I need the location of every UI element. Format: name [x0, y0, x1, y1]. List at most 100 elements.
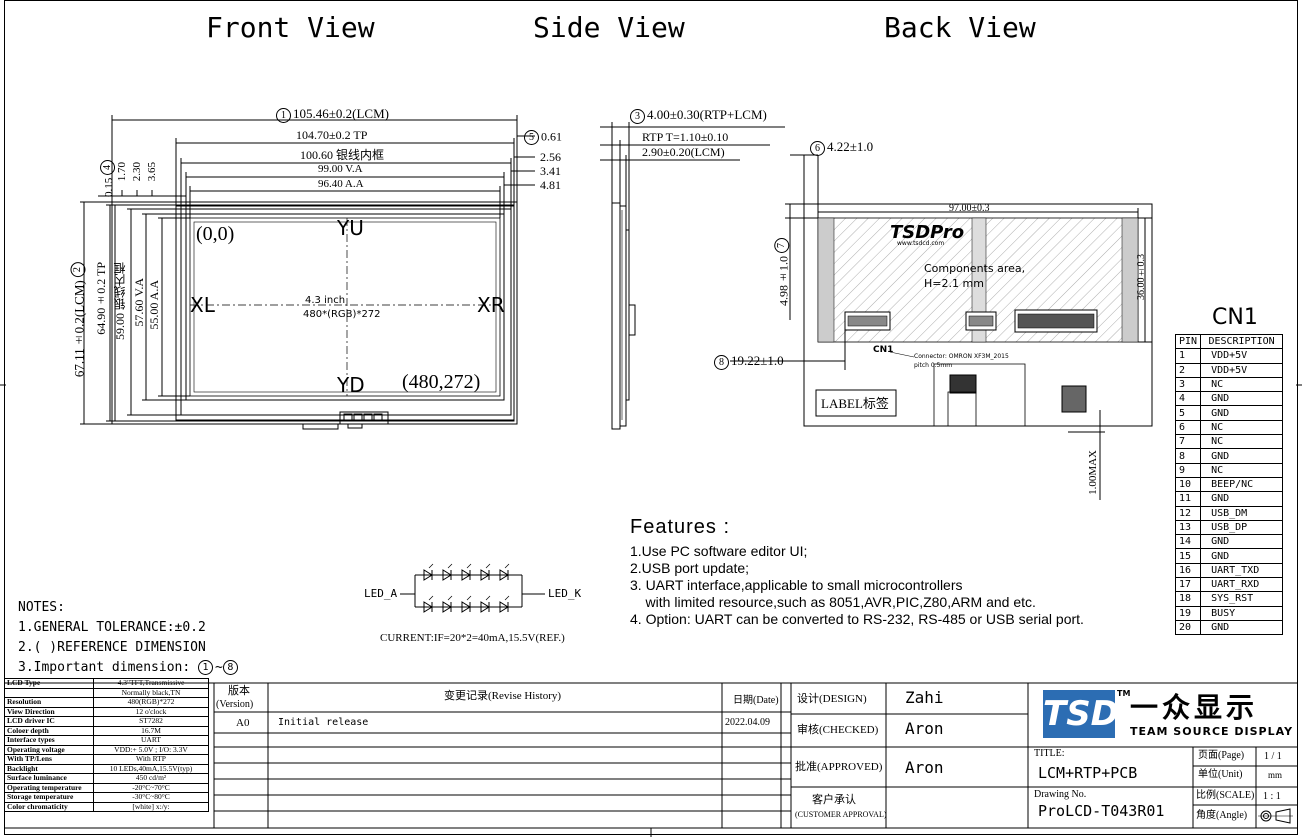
pin-number: 2: [1174, 362, 1202, 378]
pin-description: NC: [1200, 434, 1284, 450]
yu-label: YU: [337, 216, 364, 240]
dim-tp-width: 104.70±0.2 TP: [296, 128, 368, 142]
pin-description: NC: [1200, 419, 1284, 436]
side-view-drawing: [600, 122, 785, 430]
led-row-top: [423, 563, 510, 581]
spec-key: View Direction: [4, 706, 94, 717]
pin-number: 3: [1174, 376, 1202, 393]
brand-english-name: TEAM SOURCE DISPLAY: [1130, 725, 1294, 738]
pin-description: BUSY: [1200, 605, 1284, 621]
pin-number: 1: [1174, 348, 1202, 364]
dim-2-30: 2.30: [131, 162, 143, 182]
pin-number: 20: [1174, 619, 1202, 636]
spec-key: LCD Type: [4, 678, 94, 689]
front-view-drawing: [80, 115, 535, 430]
label-sticker: LABEL标签: [821, 396, 889, 411]
pin-number: 12: [1174, 505, 1202, 521]
brand-chinese-name: 一众显示: [1130, 691, 1259, 724]
feature-line-2: 2.USB port update;: [630, 560, 750, 576]
dim-lcm-thickness: 2.90±0.20(LCM): [642, 145, 725, 159]
revision-date: 2022.04.09: [725, 717, 770, 728]
features-title: Features :: [630, 516, 731, 538]
pin-description: GND: [1200, 534, 1284, 550]
notes-section: NOTES: 1.GENERAL TOLERANCE:±0.2 2.( )REF…: [18, 598, 240, 678]
spec-value: -30°C~80°C: [93, 792, 209, 803]
feature-line-3: 3. UART interface,applicable to small mi…: [630, 577, 963, 593]
spec-key: LCD driver IC: [4, 716, 94, 727]
led-cathode-label: LED_K: [548, 587, 582, 600]
spec-key: Surface luminance: [4, 773, 94, 784]
components-height-label: H=2.1 mm: [924, 277, 984, 290]
connector-label: Connector: OMRON XF3M_2015: [914, 353, 1009, 360]
pin-number: 5: [1174, 405, 1202, 421]
table-row: Normally black,TN: [4, 687, 209, 698]
pin-number: 4: [1174, 391, 1202, 407]
spec-value: VDD:+ 5.0V ; I/O: 3.3V: [93, 744, 209, 755]
design-label: 设计(DESIGN): [797, 693, 867, 705]
dim-va-width: 99.00 V.A: [318, 163, 363, 175]
led-circuit: [400, 563, 545, 613]
led-row-bottom: [423, 595, 510, 613]
tsdpro-url: www.tsdcd.com: [897, 240, 945, 247]
pin-number: 16: [1174, 562, 1202, 579]
spec-key: Color chromaticity: [4, 801, 94, 812]
pin-description: GND: [1200, 448, 1284, 464]
note-1: 1.GENERAL TOLERANCE:±0.2: [18, 620, 206, 635]
spec-key: Storage temperature: [4, 792, 94, 803]
date-header: 日期(Date): [733, 695, 779, 706]
dim-aa-width: 96.40 A.A: [318, 178, 364, 190]
page-value: 1 / 1: [1264, 751, 1282, 762]
customer-approval-en: (CUSTOMER APPROVAL): [795, 810, 887, 819]
pin-description: UART_TXD: [1200, 562, 1284, 579]
notes-title: NOTES:: [18, 600, 65, 615]
front-view-title: Front View: [206, 11, 375, 44]
cn1-label: CN1: [873, 345, 894, 355]
version-en: (Version): [216, 699, 254, 710]
size-label: 4.3 inch: [305, 295, 346, 306]
pin-number: 17: [1174, 577, 1202, 593]
end-label: (480,272): [402, 371, 481, 393]
resolution-label: 480*(RGB)*272: [303, 309, 381, 320]
dim-silver-width: 100.60 银线内框: [300, 148, 385, 162]
dim-3-41: 3.41: [540, 164, 561, 178]
feature-line-5: 4. Option: UART can be converted to RS-2…: [630, 611, 1084, 627]
dim-fpc: 1.00MAX: [1087, 450, 1099, 495]
angle-label: 角度(Angle): [1196, 810, 1248, 821]
checked-value: Aron: [905, 719, 944, 738]
features-section: Features : 1.Use PC software editor UI; …: [630, 516, 1084, 628]
revise-history-header: 变更记录(Revise History): [444, 690, 562, 702]
version-cn: 版本: [228, 685, 250, 697]
unit-label: 单位(Unit): [1198, 769, 1243, 780]
projection-symbol-icon: [1258, 808, 1293, 824]
trademark-symbol: TM: [1117, 689, 1131, 698]
side-view-title: Side View: [533, 11, 685, 44]
led-anode-label: LED_A: [364, 587, 398, 600]
approved-value: Aron: [905, 758, 944, 777]
pin-number: 14: [1174, 534, 1202, 550]
spec-value: 450 cd/m²: [93, 773, 209, 784]
pin-number: 8: [1174, 448, 1202, 464]
pin-number: 9: [1174, 462, 1202, 478]
dim-va-height: 57.60 V.A: [132, 278, 146, 327]
pin-number: 6: [1174, 419, 1202, 436]
pin-description: GND: [1200, 619, 1284, 636]
spec-value: 4.3"TFT,Transmissive: [93, 678, 209, 689]
feature-line-1: 1.Use PC software editor UI;: [630, 543, 808, 559]
spec-value: -20°C~70°C: [93, 782, 209, 793]
tsdpro-logo: TSDPro: [890, 222, 965, 243]
title-label: TITLE:: [1034, 748, 1065, 759]
pin-number: 15: [1174, 548, 1202, 564]
